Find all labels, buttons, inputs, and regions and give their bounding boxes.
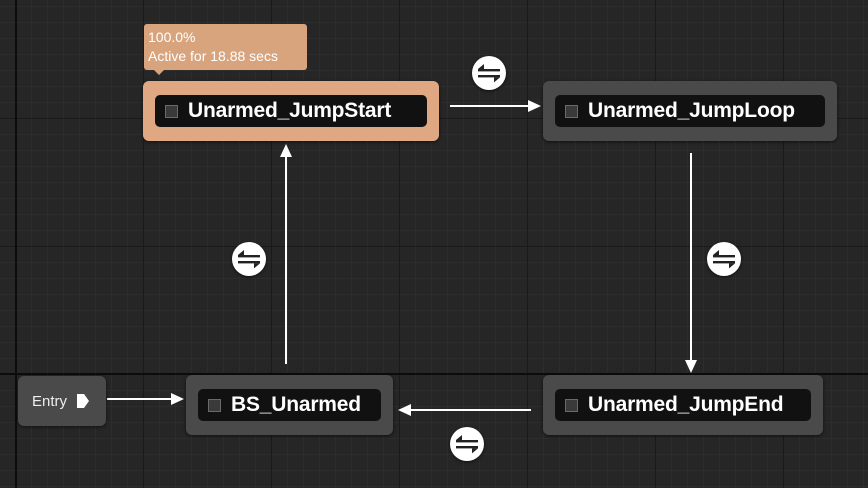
arrowhead-jump-end — [685, 360, 697, 373]
transition-rule-icon[interactable] — [707, 242, 741, 276]
transition-rule-icon[interactable] — [472, 56, 506, 90]
grid-axis-vertical — [15, 0, 17, 488]
active-percent: 100.0% — [148, 29, 196, 45]
state-label: BS_Unarmed — [231, 393, 361, 416]
state-icon — [208, 398, 221, 412]
state-node-bs-unarmed[interactable]: BS_Unarmed — [186, 375, 393, 435]
state-node-unarmed-jumpstart[interactable]: Unarmed_JumpStart — [143, 81, 439, 141]
entry-node[interactable]: Entry — [18, 376, 106, 426]
entry-pin-icon[interactable] — [75, 393, 91, 409]
transition-rule-icon[interactable] — [450, 427, 484, 461]
state-icon — [165, 104, 178, 118]
active-duration: Active for 18.88 secs — [148, 48, 278, 64]
transition-rule-icon[interactable] — [232, 242, 266, 276]
arrowhead-jump-start — [280, 144, 292, 157]
grid-axis-horizontal — [0, 373, 868, 375]
state-icon — [565, 398, 578, 412]
state-icon — [565, 104, 578, 118]
arrowhead-bs-unarmed — [171, 393, 184, 405]
state-label: Unarmed_JumpEnd — [588, 393, 784, 416]
state-node-unarmed-jumploop[interactable]: Unarmed_JumpLoop — [543, 81, 837, 141]
state-label: Unarmed_JumpLoop — [588, 99, 795, 122]
arrowhead-bs-unarmed-return — [398, 404, 411, 416]
state-label: Unarmed_JumpStart — [188, 99, 392, 122]
entry-label: Entry — [32, 392, 68, 410]
state-node-unarmed-jumpend[interactable]: Unarmed_JumpEnd — [543, 375, 823, 435]
arrowhead-jump-loop — [528, 100, 541, 112]
active-state-tooltip: 100.0% Active for 18.88 secs — [144, 24, 307, 75]
